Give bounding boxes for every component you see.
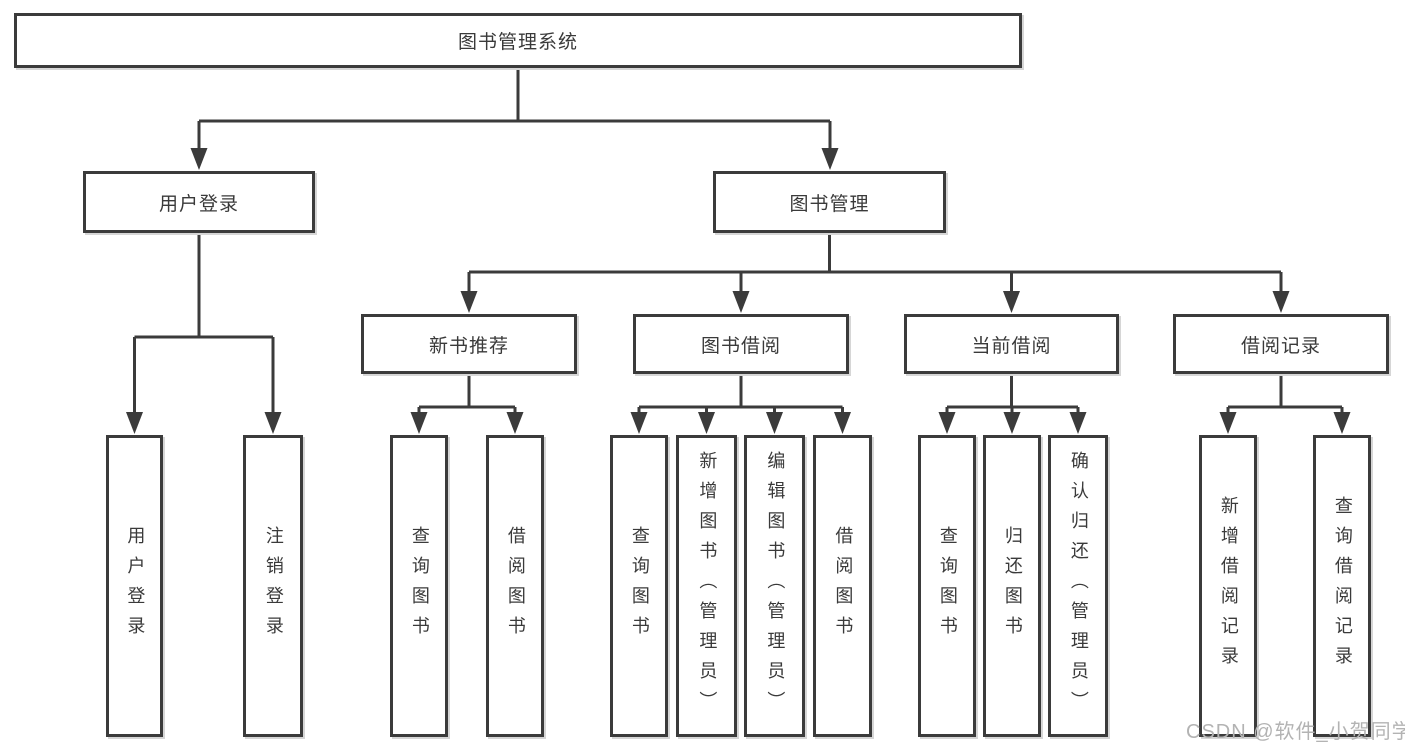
connector-book-borrow-children: [630, 374, 851, 434]
arrow-down-icon: [766, 412, 783, 434]
leaf-return-book: 归还图书: [983, 435, 1041, 737]
node-book-borrow: 图书借阅: [633, 314, 849, 374]
connector-borrow-record-children: [1219, 374, 1351, 434]
arrow-down-icon: [834, 412, 851, 434]
node-borrow-record: 借阅记录: [1173, 314, 1389, 374]
connector-root-to-level2: [190, 68, 839, 170]
arrow-down-icon: [1333, 412, 1351, 434]
node-label: 新增图书（管理员）: [697, 451, 718, 721]
leaf-query-book-borrow: 查询图书: [610, 435, 668, 737]
node-label: 编辑图书（管理员）: [765, 451, 786, 721]
node-label: 图书管理: [789, 193, 870, 215]
node-label: 查询图书: [409, 526, 430, 646]
arrow-down-icon: [1069, 412, 1087, 434]
leaf-query-book-current: 查询图书: [918, 435, 976, 737]
connector-new-book-children: [410, 374, 524, 434]
arrow-down-icon: [938, 412, 956, 434]
node-label: 图书管理系统: [457, 32, 578, 53]
leaf-edit-book-admin: 编辑图书（管理员）: [744, 435, 805, 737]
arrow-down-icon: [821, 148, 839, 170]
leaf-add-book-admin: 新增图书（管理员）: [676, 435, 737, 737]
node-label: 用户登录: [158, 193, 239, 215]
node-label: 查询图书: [937, 526, 958, 646]
arrow-down-icon: [1003, 291, 1020, 313]
node-label: 注销登录: [263, 526, 284, 646]
node-library-management-system: 图书管理系统: [14, 13, 1022, 68]
leaf-query-book-recommend: 查询图书: [390, 435, 448, 737]
node-label: 借阅记录: [1240, 335, 1321, 357]
leaf-add-borrow-record: 新增借阅记录: [1199, 435, 1257, 737]
arrow-down-icon: [506, 412, 524, 434]
node-book-management: 图书管理: [713, 171, 946, 233]
arrow-down-icon: [410, 412, 428, 434]
leaf-query-borrow-record: 查询借阅记录: [1313, 435, 1371, 737]
arrow-down-icon: [460, 291, 478, 313]
leaf-borrow-book-recommend: 借阅图书: [486, 435, 544, 737]
node-label: 确认归还（管理员）: [1068, 451, 1089, 721]
node-user-login: 用户登录: [83, 171, 315, 233]
arrow-down-icon: [630, 412, 648, 434]
arrow-down-icon: [1219, 412, 1237, 434]
connector-current-borrow-children: [938, 374, 1087, 434]
node-label: 新增借阅记录: [1218, 496, 1239, 676]
node-current-borrow: 当前借阅: [904, 314, 1119, 374]
leaf-borrow-book: 借阅图书: [813, 435, 872, 737]
arrow-down-icon: [732, 291, 750, 313]
node-label: 查询图书: [629, 526, 650, 646]
arrow-down-icon: [1272, 291, 1290, 313]
node-label: 当前借阅: [971, 335, 1052, 357]
node-label: 用户登录: [125, 526, 146, 646]
arrow-down-icon: [126, 412, 143, 434]
arrow-down-icon: [1003, 412, 1021, 434]
arrow-down-icon: [698, 412, 715, 434]
node-new-book-recommend: 新书推荐: [361, 314, 577, 374]
node-label: 图书借阅: [700, 335, 781, 357]
csdn-watermark: CSDN @软件_小贺同学: [1186, 721, 1405, 743]
connector-user-login-children: [126, 233, 282, 434]
leaf-user-login: 用户登录: [106, 435, 163, 737]
node-label: 查询借阅记录: [1332, 496, 1353, 676]
leaf-logout: 注销登录: [243, 435, 303, 737]
node-label: 归还图书: [1002, 526, 1023, 646]
leaf-confirm-return-admin: 确认归还（管理员）: [1048, 435, 1108, 737]
arrow-down-icon: [190, 148, 208, 170]
node-label: 借阅图书: [833, 526, 854, 646]
node-label: 借阅图书: [505, 526, 526, 646]
connector-book-management-children: [460, 233, 1290, 313]
node-label: 新书推荐: [428, 335, 509, 357]
arrow-down-icon: [264, 412, 282, 434]
